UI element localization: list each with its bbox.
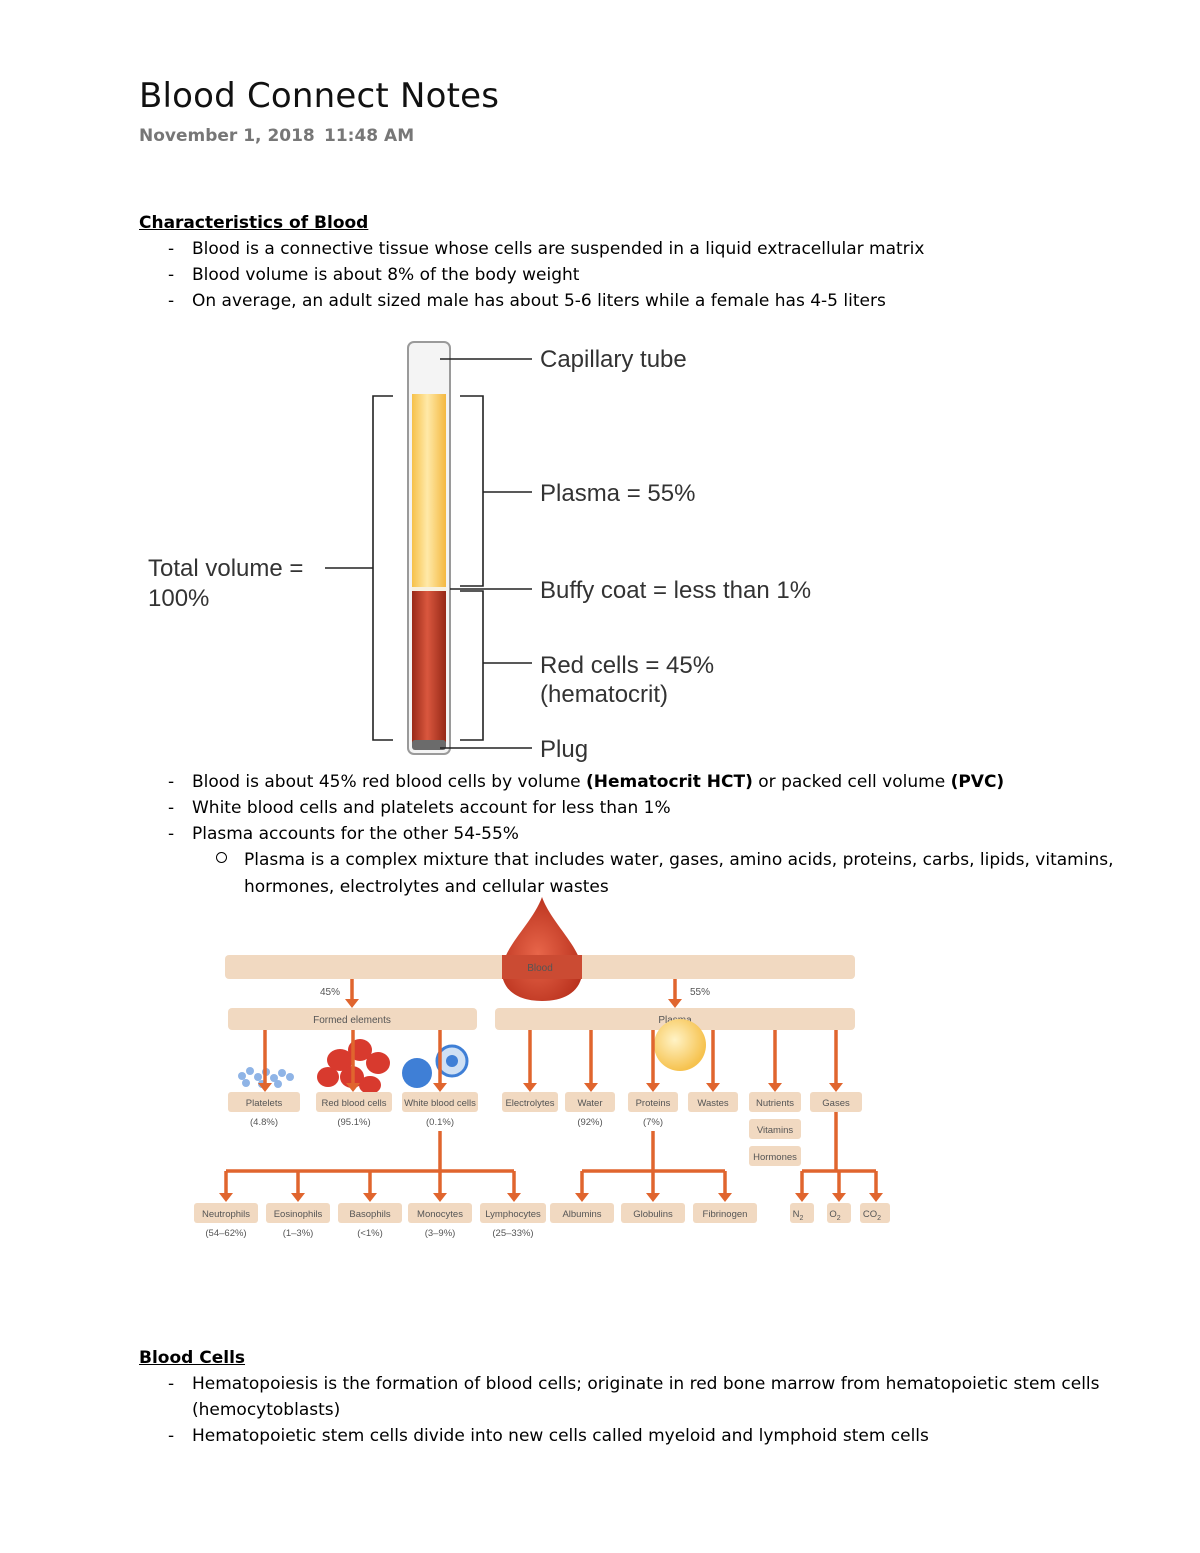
white-blood-cells-icon bbox=[402, 1044, 469, 1088]
bullet-text: Hematopoietic stem cells divide into new… bbox=[192, 1426, 929, 1446]
neutrophils-label: Neutrophils bbox=[202, 1209, 250, 1220]
bullet-text: White blood cells and platelets account … bbox=[192, 798, 671, 818]
wbc-pct: (0.1%) bbox=[426, 1117, 454, 1128]
red-cells-label: Red cells = 45% bbox=[540, 652, 714, 679]
total-volume-label: Total volume = bbox=[148, 555, 303, 582]
rbc-label: Red blood cells bbox=[322, 1098, 387, 1109]
pvc-term: (PVC) bbox=[950, 772, 1005, 792]
lymphocytes-pct: (25–33%) bbox=[492, 1228, 533, 1239]
lymphocytes-label: Lymphocytes bbox=[485, 1209, 541, 1220]
albumins-label: Albumins bbox=[562, 1209, 601, 1220]
proteins-globule-icon bbox=[654, 1019, 706, 1071]
bullet-text: Plasma accounts for the other 54-55% bbox=[192, 824, 519, 844]
water-label: Water bbox=[578, 1098, 603, 1109]
proteins-pct: (7%) bbox=[643, 1117, 663, 1128]
tube-plasma bbox=[412, 394, 446, 588]
hormones-label: Hormones bbox=[753, 1152, 797, 1163]
note-time: 11:48 AM bbox=[324, 126, 415, 146]
blood-drop-icon bbox=[501, 897, 583, 1001]
pct-45-label: 45% bbox=[320, 987, 340, 998]
bullet-text: Blood volume is about 8% of the body wei… bbox=[192, 265, 580, 285]
bullet-dash: - bbox=[168, 824, 175, 844]
plasma-bar bbox=[495, 1008, 855, 1030]
fibrinogen-label: Fibrinogen bbox=[703, 1209, 748, 1220]
sub-bullet-continuation: hormones, electrolytes and cellular wast… bbox=[244, 877, 609, 897]
bullet-dash: - bbox=[168, 798, 175, 818]
pct-55-label: 55% bbox=[690, 987, 710, 998]
basophils-label: Basophils bbox=[349, 1209, 390, 1220]
bullet-dash: - bbox=[168, 265, 175, 285]
platelets-pct: (4.8%) bbox=[250, 1117, 278, 1128]
o2-label: O2 bbox=[829, 1209, 840, 1222]
wastes-label: Wastes bbox=[697, 1098, 729, 1109]
section-heading-characteristics: Characteristics of Blood bbox=[139, 213, 369, 233]
bullet-text: Blood is a connective tissue whose cells… bbox=[192, 239, 925, 259]
blood-label: Blood bbox=[527, 963, 553, 974]
plasma-label: Plasma = 55% bbox=[540, 480, 695, 507]
tube-red-cells bbox=[412, 591, 446, 743]
total-bracket bbox=[372, 395, 393, 741]
bullet-text: Hematopoiesis is the formation of blood … bbox=[192, 1374, 1100, 1394]
eosinophils-label: Eosinophils bbox=[274, 1209, 323, 1220]
page-title: Blood Connect Notes bbox=[139, 76, 500, 116]
co2-label: CO2 bbox=[863, 1209, 881, 1222]
platelets-label: Platelets bbox=[246, 1098, 283, 1109]
bullet-dash: - bbox=[168, 239, 175, 259]
wbc-label: White blood cells bbox=[404, 1098, 476, 1109]
buffy-coat-label: Buffy coat = less than 1% bbox=[540, 577, 811, 604]
electrolytes-label: Electrolytes bbox=[505, 1098, 554, 1109]
basophils-pct: (<1%) bbox=[357, 1228, 383, 1239]
bullet-text: Blood is about 45% red blood cells by vo… bbox=[192, 772, 586, 792]
eosinophils-pct: (1–3%) bbox=[283, 1228, 314, 1239]
tube-plug bbox=[412, 740, 446, 750]
red-bracket bbox=[460, 590, 484, 741]
sub-bullet-text: Plasma is a complex mixture that include… bbox=[244, 850, 1114, 870]
bullet-dash: - bbox=[168, 772, 175, 792]
monocytes-pct: (3–9%) bbox=[425, 1228, 456, 1239]
gases-label: Gases bbox=[822, 1098, 850, 1109]
note-date: November 1, 2018 bbox=[139, 126, 315, 146]
capillary-tube-figure: Capillary tube Plasma = 55% Buffy coat =… bbox=[148, 341, 811, 763]
bullet-text: On average, an adult sized male has abou… bbox=[192, 291, 886, 311]
hollow-bullet-icon bbox=[216, 852, 227, 863]
monocytes-label: Monocytes bbox=[417, 1209, 463, 1220]
bullet-dash: - bbox=[168, 291, 175, 311]
n2-label: N2 bbox=[793, 1209, 804, 1222]
hematocrit-term: (Hematocrit HCT) bbox=[585, 772, 753, 792]
water-pct: (92%) bbox=[577, 1117, 602, 1128]
plug-label: Plug bbox=[540, 736, 588, 763]
hematocrit-label: (hematocrit) bbox=[540, 681, 668, 708]
vitamins-label: Vitamins bbox=[757, 1125, 794, 1136]
globulins-label: Globulins bbox=[633, 1209, 673, 1220]
bullet-text: or packed cell volume bbox=[752, 772, 951, 792]
proteins-label: Proteins bbox=[636, 1098, 671, 1109]
bullet-dash: - bbox=[168, 1426, 175, 1446]
platelets-icon bbox=[238, 1067, 294, 1088]
section-heading-blood-cells: Blood Cells bbox=[139, 1348, 246, 1368]
formed-elements-bar bbox=[228, 1008, 477, 1030]
plasma-bracket bbox=[460, 395, 484, 587]
tube-buffy-coat bbox=[412, 587, 446, 591]
formed-elements-label: Formed elements bbox=[313, 1015, 391, 1026]
bullet-continuation: (hemocytoblasts) bbox=[192, 1400, 341, 1420]
neutrophils-pct: (54–62%) bbox=[205, 1228, 246, 1239]
capillary-tube-label: Capillary tube bbox=[540, 346, 687, 373]
bullet-dash: - bbox=[168, 1374, 175, 1394]
total-volume-value: 100% bbox=[148, 585, 209, 612]
nutrients-label: Nutrients bbox=[756, 1098, 794, 1109]
blood-composition-figure: Blood 45% 55% Formed elements Plasma bbox=[194, 897, 890, 1239]
rbc-pct: (95.1%) bbox=[337, 1117, 370, 1128]
